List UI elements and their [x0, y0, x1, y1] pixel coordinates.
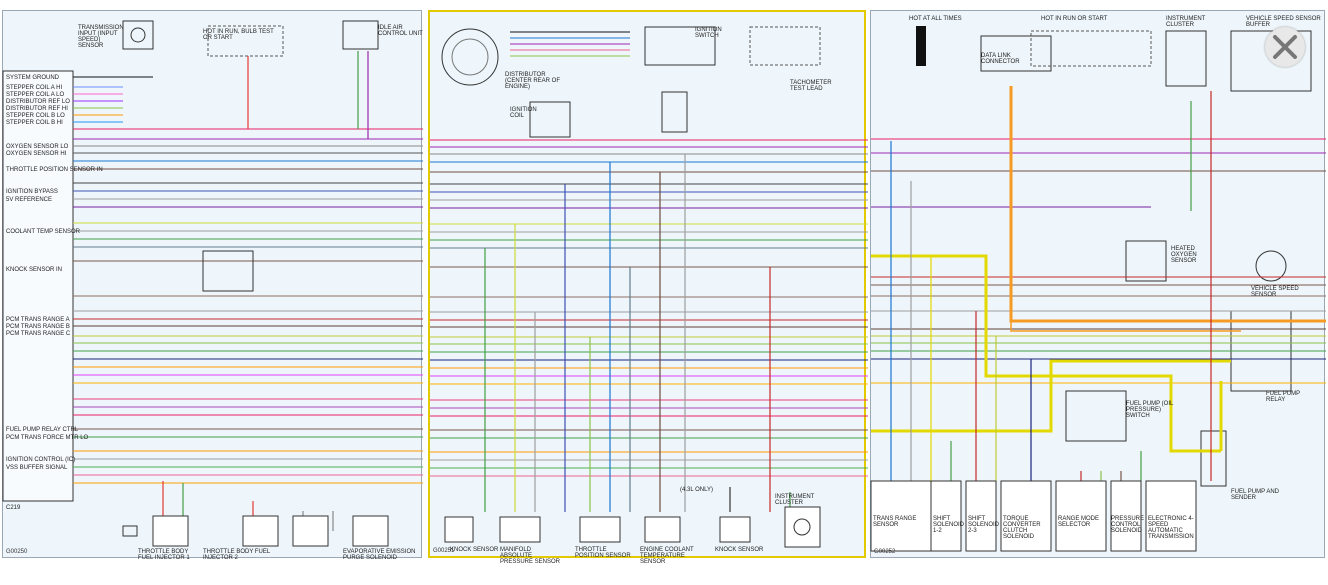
component-label: INSTRUMENT CLUSTER — [775, 494, 815, 506]
component-label: DATA LINK CONNECTOR — [981, 53, 1020, 65]
component-label: TRANSMISSION INPUT (INPUT SPEED) SENSOR — [78, 25, 124, 49]
pin-label: THROTTLE POSITION SENSOR IN — [6, 167, 103, 173]
pin-label: OXYGEN SENSOR HI — [6, 151, 67, 157]
component-label: RANGE MODE SELECTOR — [1058, 516, 1100, 528]
component-label: FUEL PUMP AND SENDER — [1231, 489, 1280, 501]
wiring-panel-right: G00252 HOT AT ALL TIMES DATA LINK CONNEC… — [870, 10, 1326, 558]
pin-label: STEPPER COIL A HI — [6, 85, 63, 91]
component-label: HOT AT ALL TIMES — [909, 16, 962, 22]
component-label: INSTRUMENT CLUSTER — [1166, 16, 1206, 28]
left-schematic — [2, 20, 423, 547]
connector-code: C219 — [6, 505, 21, 511]
component-label: FUEL PUMP RELAY — [1266, 391, 1301, 403]
component-label: THROTTLE BODY FUEL INJECTOR 1 — [138, 549, 190, 561]
wiring-panel-middle: G00251 DISTRIBUTOR (CENTER REAR OF ENGIN… — [428, 10, 868, 565]
pin-label: KNOCK SENSOR IN — [6, 267, 63, 273]
component-label: TRANS RANGE SENSOR — [873, 516, 917, 528]
pin-label: PCM TRANS RANGE B — [6, 324, 70, 330]
right-schematic — [870, 26, 1326, 552]
component-label: HEATED OXYGEN SENSOR — [1171, 246, 1197, 264]
pin-label: STEPPER COIL B LO — [6, 113, 65, 119]
close-icon — [1273, 35, 1297, 59]
panel-code: G00251 — [433, 548, 455, 554]
component-label: VEHICLE SPEED SENSOR — [1251, 286, 1299, 298]
pin-label: SYSTEM GROUND — [6, 75, 60, 81]
pin-label: DISTRIBUTOR REF LO — [6, 99, 70, 105]
component-label: FUEL PUMP (OIL PRESSURE) SWITCH — [1126, 401, 1174, 419]
component-label: TACHOMETER TEST LEAD — [790, 80, 832, 92]
component-label: SHIFT SOLENOID 1-2 — [933, 516, 965, 534]
component-label: IDLE AIR CONTROL UNIT — [378, 25, 423, 37]
pin-label: VSS BUFFER SIGNAL — [6, 465, 68, 471]
middle-schematic — [430, 26, 868, 548]
component-label: SHIFT SOLENOID 2-3 — [968, 516, 1000, 534]
pin-label: STEPPER COIL A LO — [6, 92, 65, 98]
panel-code: G00252 — [874, 549, 896, 555]
pin-label: IGNITION CONTROL (IC) — [6, 457, 76, 463]
component-label: DISTRIBUTOR (CENTER REAR OF ENGINE) — [505, 72, 561, 90]
component-label: VEHICLE SPEED SENSOR BUFFER — [1246, 16, 1321, 28]
note-label: (4.3L ONLY) — [680, 487, 714, 493]
pin-label: COOLANT TEMP SENSOR — [6, 229, 81, 235]
wiring-panel-left: G00250 TRANSMISSION INPUT (INPUT SPEED) … — [2, 10, 423, 561]
close-button[interactable] — [1265, 27, 1305, 67]
pin-label: DISTRIBUTOR REF HI — [6, 106, 68, 112]
component-label: HOT IN RUN, BULB TEST OR START — [203, 29, 274, 41]
component-label: THROTTLE BODY FUEL INJECTOR 2 — [203, 549, 271, 561]
component-label: EVAPORATIVE EMISSION PURGE SOLENOID — [343, 549, 416, 561]
component-label: ENGINE COOLANT TEMPERATURE SENSOR — [640, 547, 694, 565]
pin-label: 5V REFERENCE — [6, 197, 53, 203]
component-label: MANIFOLD ABSOLUTE PRESSURE SENSOR — [500, 547, 561, 565]
component-label: THROTTLE POSITION SENSOR — [575, 547, 631, 559]
component-label: PRESSURE CONTROL SOLENOID — [1111, 516, 1145, 534]
component-label: IGNITION COIL — [510, 107, 537, 119]
pin-label: PCM TRANS RANGE C — [6, 331, 71, 337]
component-label: TORQUE CONVERTER CLUTCH SOLENOID — [1003, 516, 1041, 540]
panel-code: G00250 — [6, 549, 28, 555]
component-label: KNOCK SENSOR — [450, 547, 499, 553]
pin-label: PCM TRANS RANGE A — [6, 317, 70, 323]
component-label: KNOCK SENSOR — [715, 547, 764, 553]
pin-label: STEPPER COIL B HI — [6, 120, 63, 126]
pin-label: PCM TRANS FORCE MTR LO — [6, 435, 89, 441]
component-label: ELECTRONIC 4-SPEED AUTOMATIC TRANSMISSIO… — [1148, 516, 1194, 540]
pin-label: FUEL PUMP RELAY CTRL — [6, 427, 79, 433]
component-label: HOT IN RUN OR START — [1041, 16, 1108, 22]
component-label: IGNITION SWITCH — [695, 27, 722, 39]
pin-label: IGNITION BYPASS — [6, 189, 58, 195]
pin-label: OXYGEN SENSOR LO — [6, 144, 69, 150]
